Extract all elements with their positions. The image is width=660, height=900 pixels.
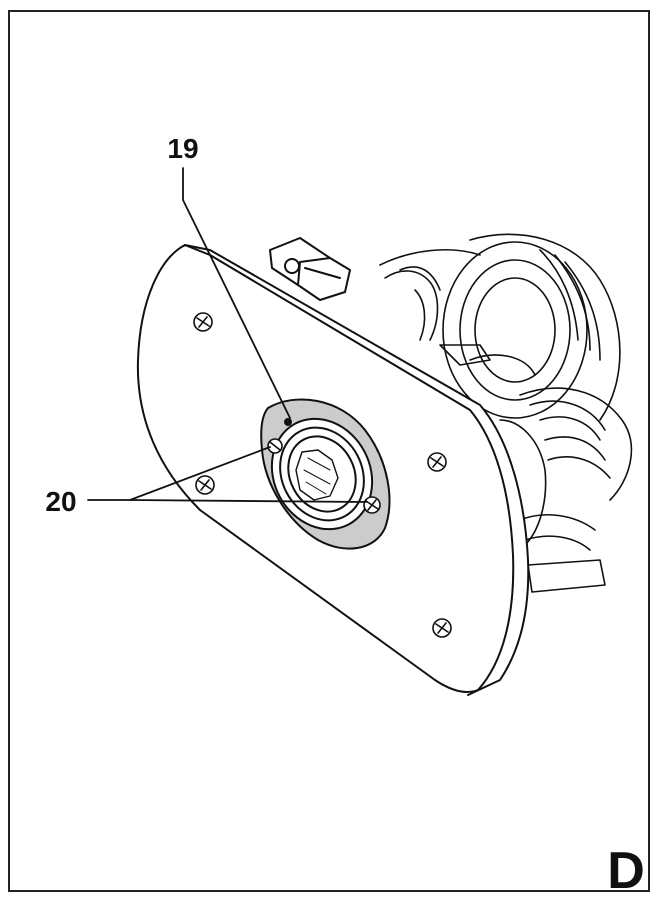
callout-20: 20 bbox=[45, 486, 76, 517]
locking-knob bbox=[269, 237, 351, 301]
leader-line-20b bbox=[129, 499, 367, 503]
panel-letter: D bbox=[607, 842, 645, 900]
insert-screws bbox=[267, 438, 381, 514]
machine-body bbox=[379, 233, 633, 593]
centering-insert bbox=[260, 398, 391, 550]
leader-line-19 bbox=[182, 167, 291, 419]
leader-lines bbox=[87, 167, 367, 503]
plate-screws bbox=[193, 312, 452, 638]
callout-19: 19 bbox=[167, 133, 198, 164]
